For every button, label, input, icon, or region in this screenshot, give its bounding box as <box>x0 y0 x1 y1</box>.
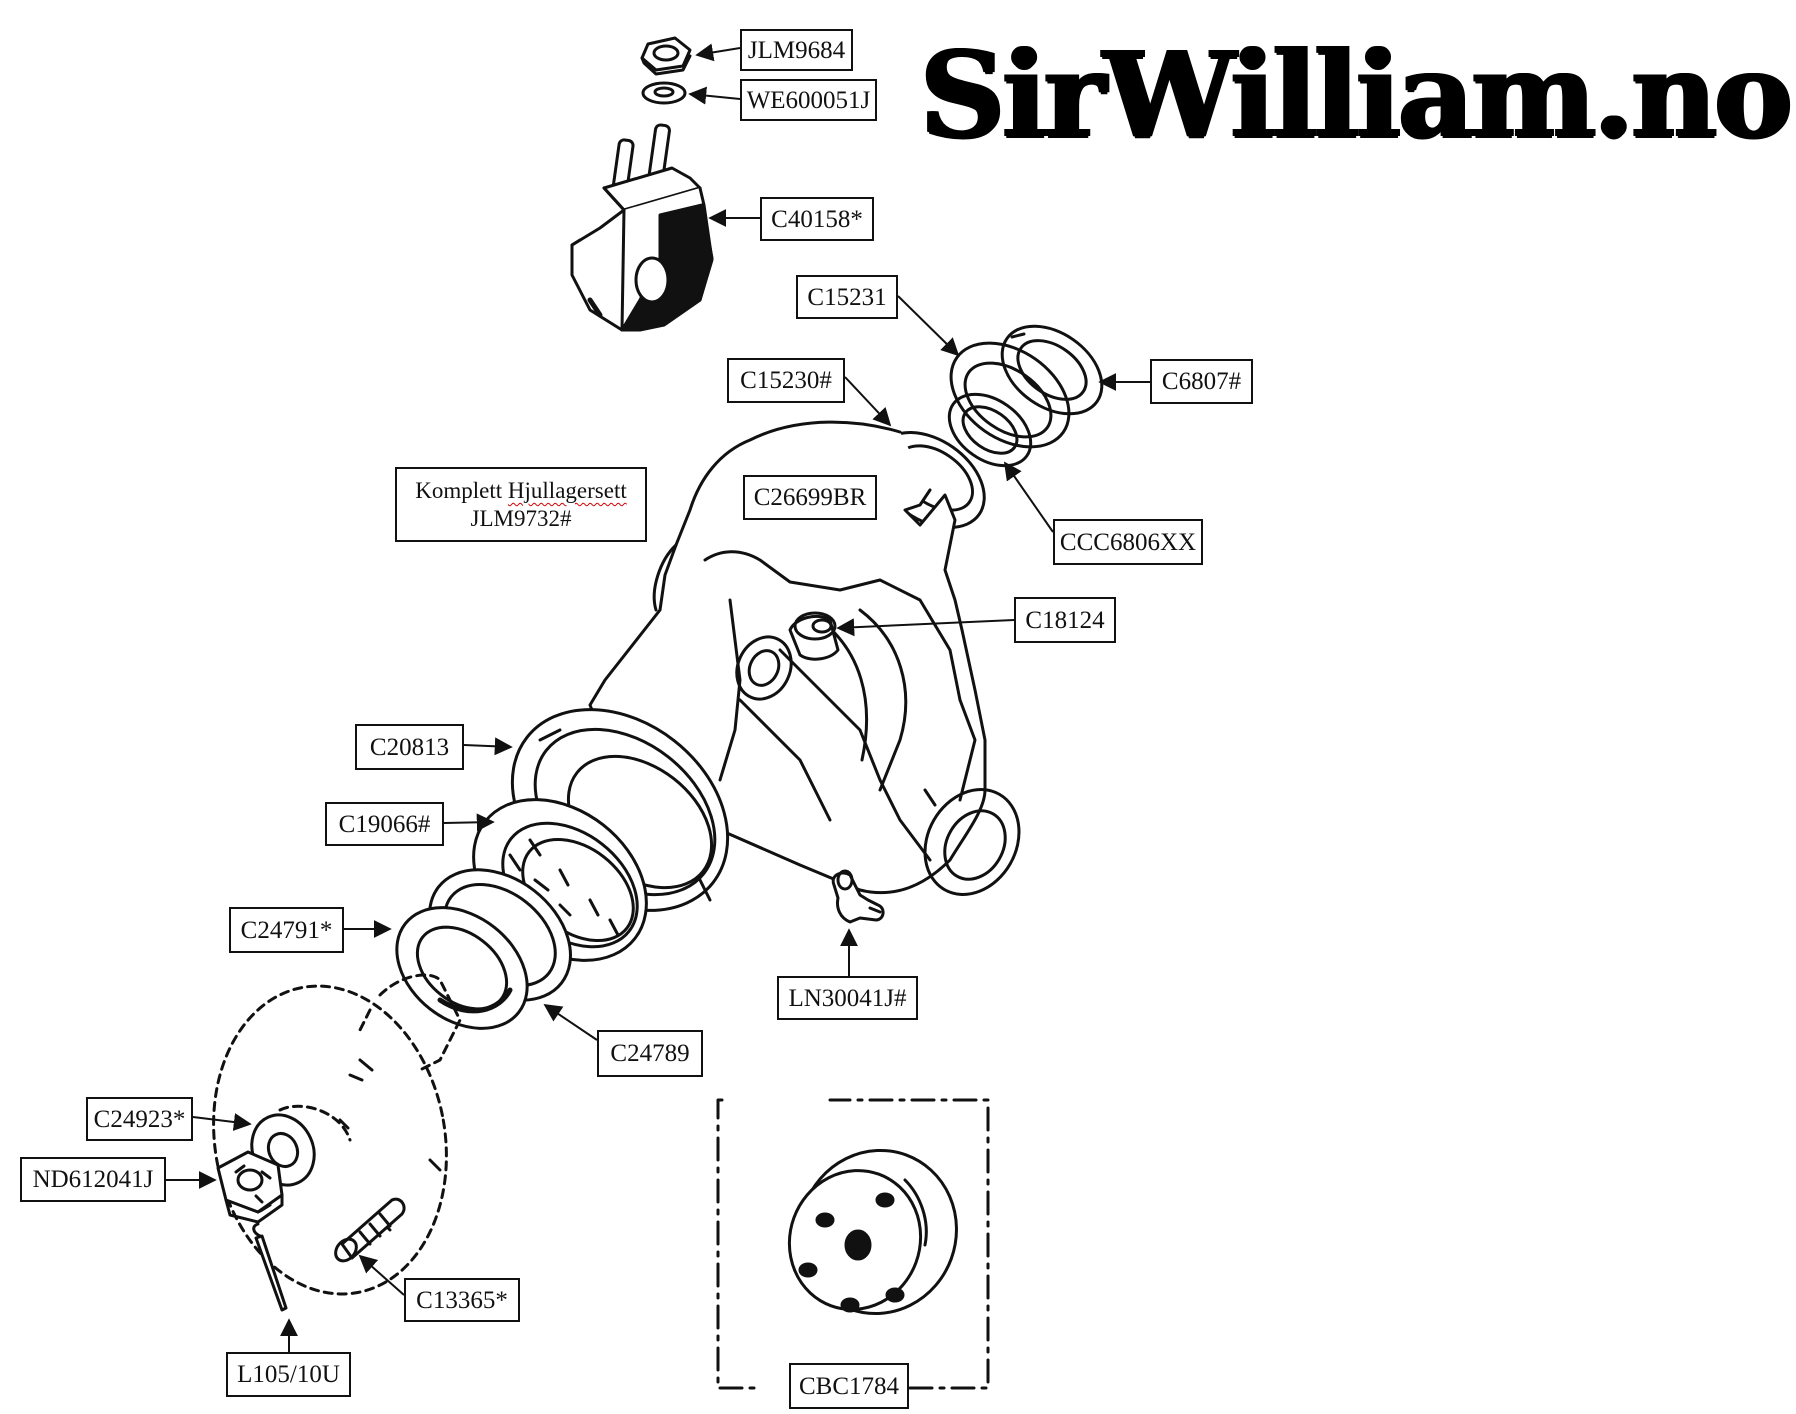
label-ccc6806xx: CCC6806XX <box>1053 519 1203 565</box>
label-c26699br: C26699BR <box>743 475 877 520</box>
label-c20813: C20813 <box>355 724 464 770</box>
inner-bearing-ccc6806xx-drawing <box>947 392 1033 468</box>
washer-we600051j-drawing <box>641 81 687 105</box>
kit-label-word: Hjullagersett <box>507 477 627 503</box>
label-c15231: C15231 <box>796 275 898 319</box>
label-l105-10u: L105/10U <box>226 1352 351 1397</box>
wheel-stud-c13365-drawing <box>334 1197 406 1263</box>
bracket-c40158-drawing <box>570 123 714 332</box>
hub-assembly-cbc1784-drawing <box>787 1148 958 1316</box>
label-cbc1784: CBC1784 <box>789 1363 909 1409</box>
kit-label: Komplett Hjullagersett JLM9732# <box>395 467 647 542</box>
bearing-cup-c15231-drawing <box>1000 324 1104 416</box>
label-c18124: C18124 <box>1014 597 1116 643</box>
label-nd612041j: ND612041J <box>20 1157 166 1202</box>
label-c40158: C40158* <box>760 197 874 241</box>
label-jlm9684: JLM9684 <box>740 29 853 71</box>
label-c24789: C24789 <box>597 1030 703 1077</box>
hub-dashed-outline <box>212 973 462 1296</box>
kit-label-code: JLM9732# <box>470 505 572 531</box>
oil-seal-c6807-drawing <box>949 341 1071 449</box>
castle-nut-nd612041j-drawing <box>216 1150 284 1224</box>
label-c24791: C24791* <box>229 907 344 953</box>
label-we600051j: WE600051J <box>740 79 877 121</box>
brand-logo: SirWilliam.no <box>920 25 1793 164</box>
kit-label-prefix: Komplett <box>415 477 508 503</box>
label-ln30041j: LN30041J# <box>777 976 918 1020</box>
split-pin-l105-drawing <box>252 1222 288 1312</box>
nut-jlm9684-drawing <box>640 36 692 76</box>
label-c6807: C6807# <box>1150 359 1253 404</box>
hub-assembly-inset <box>716 1098 990 1390</box>
hub-studs-holes <box>338 1058 442 1232</box>
seal-c24789-drawing <box>395 906 529 1030</box>
grease-nipple-c18124-drawing <box>788 611 840 661</box>
label-c13365: C13365* <box>404 1278 520 1322</box>
label-c15230: C15230# <box>727 358 845 403</box>
label-c24923: C24923* <box>86 1097 193 1141</box>
label-c19066: C19066# <box>325 802 444 846</box>
grease-nipple-ln30041j-drawing <box>831 869 885 924</box>
